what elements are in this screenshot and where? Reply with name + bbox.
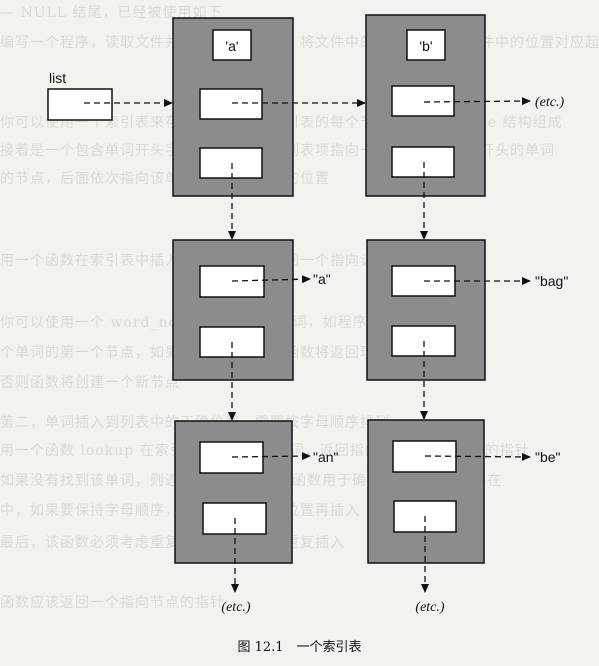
pointer-arrow: [231, 452, 311, 461]
bleed-line: 否则函数将创建一个新节点: [0, 375, 180, 391]
bleed-line: 函数应该返回一个指向节点的指针: [0, 595, 225, 611]
pointer-cell: [199, 147, 263, 179]
word-bag-label: "bag": [535, 273, 568, 289]
pointer-cell: [391, 146, 455, 178]
list-label: list: [49, 70, 66, 86]
etc-label: (etc.): [535, 95, 564, 110]
figure-caption: 图 12.1 一个索引表: [237, 640, 362, 655]
key-a-label: 'a': [225, 38, 238, 54]
node-word-bag: [366, 239, 486, 381]
bleed-line: — NULL 结尾，已经被使用如下: [0, 5, 223, 21]
etc-label: (etc.): [415, 600, 444, 615]
etc-label: (etc.): [221, 600, 250, 615]
pointer-cell: [199, 88, 263, 120]
key-cell-a: [212, 29, 252, 61]
pointer-arrow: [423, 97, 531, 106]
word-a-label: "a": [313, 271, 331, 287]
pointer-cell: [199, 265, 265, 298]
key-b-label: 'b': [419, 38, 432, 54]
pointer-cell: [199, 441, 264, 474]
key-cell-b: [406, 29, 446, 61]
pointer-arrow: [231, 275, 311, 284]
list-head-cell: [47, 88, 113, 121]
node-word-a: [172, 239, 294, 381]
word-be-label: "be": [535, 449, 561, 465]
word-an-label: "an": [313, 449, 339, 465]
pointer-cell: [391, 85, 455, 117]
pointer-arrow: [424, 452, 531, 461]
